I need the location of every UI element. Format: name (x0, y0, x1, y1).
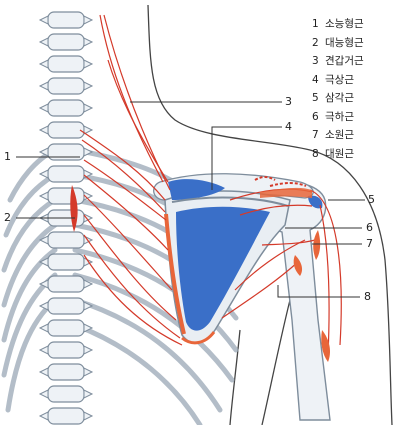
legend-number: 3 (312, 55, 319, 67)
vertebra-process (38, 81, 94, 91)
vertebra-process (38, 411, 94, 421)
callout-4: 4 (285, 120, 292, 133)
vertebra (47, 33, 85, 51)
vertebra (47, 55, 85, 73)
vertebra-process (38, 279, 94, 289)
callout-1: 1 (4, 150, 11, 163)
vertebra-process (38, 59, 94, 69)
vertebra (47, 407, 85, 425)
vertebra (47, 385, 85, 403)
leader-lines (16, 101, 365, 298)
legend-item: 6 극하근 (312, 108, 398, 127)
vertebra-process (38, 103, 94, 113)
vertebra (47, 363, 85, 381)
callout-5: 5 (368, 193, 375, 206)
humeral-head-blue (308, 195, 323, 209)
callout-3: 3 (285, 95, 292, 108)
legend-item: 4 극상근 (312, 71, 398, 90)
legend-label: 삼각근 (325, 92, 354, 104)
vertebra (47, 253, 85, 271)
vertebra (47, 165, 85, 183)
vertebra (47, 77, 85, 95)
vertebra (47, 121, 85, 139)
scapula-bone (164, 179, 323, 345)
vertebra-process (38, 367, 94, 377)
legend-number: 6 (312, 110, 319, 123)
legend-number: 2 (312, 36, 319, 49)
legend-label: 극상근 (325, 73, 354, 86)
legend-item: 5 삼각근 (312, 89, 398, 108)
vertebra-process (38, 125, 94, 135)
legend-item: 8 대원근 (312, 145, 398, 164)
infraspinatus-fossa (176, 206, 270, 331)
callout-2: 2 (4, 211, 11, 224)
legend-number: 8 (312, 147, 319, 160)
vertebra-process (38, 37, 94, 47)
legend-label: 대능형근 (325, 36, 364, 49)
vertebra (47, 99, 85, 117)
legend-label: 극하근 (325, 110, 354, 123)
legend-item: 7 소원근 (312, 126, 398, 145)
legend-number: 7 (312, 129, 319, 141)
vertebra-process (38, 235, 94, 245)
legend-item: 2 대능형근 (312, 34, 398, 53)
legend-item: 1 소능형근 (312, 15, 398, 34)
vertebra (47, 231, 85, 249)
vertebra (47, 11, 85, 29)
vertebra-process (38, 147, 94, 157)
vertebra (47, 319, 85, 337)
legend-number: 1 (312, 18, 319, 30)
vertebra (47, 275, 85, 293)
vertebra-process (38, 301, 94, 311)
callout-7: 7 (366, 237, 373, 250)
vertebra-process (38, 323, 94, 333)
vertebra (47, 297, 85, 315)
legend-label: 소능형근 (325, 18, 364, 30)
vertebra-process (38, 169, 94, 179)
vertebra-process (38, 345, 94, 355)
vertebra (47, 187, 85, 205)
legend-label: 소원근 (325, 129, 354, 141)
vertebra-process (38, 15, 94, 25)
vertebra (47, 341, 85, 359)
legend-item: 3 견갑거근 (312, 52, 398, 71)
vertebra-process (38, 389, 94, 399)
vertebra-process (38, 191, 94, 201)
scapula-medial-border-muscle (164, 213, 186, 335)
vertebra (47, 143, 85, 161)
body-outline (147, 4, 393, 425)
legend-number: 4 (312, 73, 319, 86)
legend-number: 5 (312, 92, 319, 104)
muscle-masses (70, 176, 330, 362)
supraspinatus-fossa (168, 179, 225, 200)
callout-6: 6 (366, 221, 373, 234)
callout-8: 8 (364, 290, 371, 303)
legend-label: 견갑거근 (325, 55, 364, 67)
spinal-column (38, 11, 94, 425)
legend-label: 대원근 (325, 147, 354, 160)
